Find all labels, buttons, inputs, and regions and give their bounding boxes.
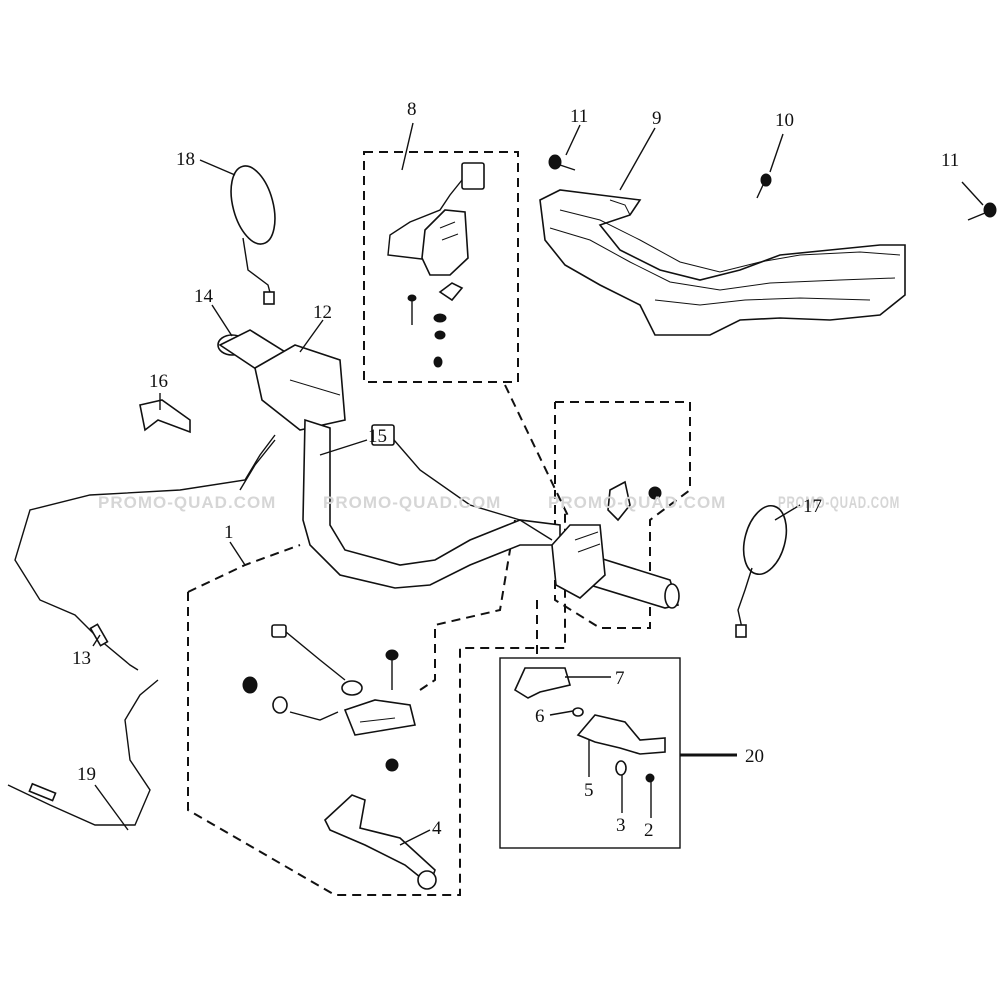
watermark-3: PROMO-QUAD.COM [548, 493, 726, 512]
mirror-clamp [607, 480, 662, 522]
callout-4: 4 [432, 818, 442, 839]
screw-11-left [548, 154, 576, 171]
guide-line-8 [504, 384, 571, 521]
callout-15: 15 [368, 426, 387, 447]
callout-6: 6 [535, 706, 545, 727]
handlebar-cover [539, 189, 906, 336]
right-mirror [735, 504, 788, 638]
throttle-housing [254, 344, 346, 431]
callout-1: 1 [224, 522, 234, 543]
watermark-2: PROMO-QUAD.COM [323, 493, 501, 512]
callout-9: 9 [652, 108, 662, 129]
handlebar-assembly-outline [187, 510, 566, 896]
callout-14: 14 [194, 286, 214, 307]
watermark-1: PROMO-QUAD.COM [98, 493, 276, 512]
throttle-cable [14, 434, 276, 671]
handlebar-assembly-outline-2 [187, 544, 301, 593]
callout-11-left: 11 [570, 106, 588, 127]
watermark-4: PROMO-QUAD.COM [778, 493, 900, 512]
parts-kit-box [499, 657, 681, 849]
guide-line-lever [419, 519, 516, 691]
wire-harness [371, 424, 553, 541]
callout-20: 20 [745, 746, 764, 767]
screw-11-right [967, 202, 997, 221]
left-mirror [230, 165, 276, 305]
kit-parts [513, 667, 666, 783]
screw-10 [756, 173, 772, 199]
callout-7: 7 [615, 668, 625, 689]
callout-19: 19 [77, 764, 96, 785]
switch-assembly-outline [363, 151, 519, 383]
watermarks: PROMO-QUAD.COM PROMO-QUAD.COM PROMO-QUAD… [98, 493, 900, 512]
callout-3: 3 [616, 815, 626, 836]
callout-2: 2 [644, 820, 654, 841]
callout-11-right: 11 [941, 150, 959, 171]
callout-5: 5 [584, 780, 594, 801]
callout-labels: 1 2 3 4 5 6 7 8 9 10 11 11 12 13 14 15 1… [72, 99, 959, 841]
leader-lines [92, 122, 984, 846]
callout-10: 10 [775, 110, 794, 131]
callout-12: 12 [313, 302, 332, 323]
left-switch [387, 162, 485, 368]
brake-cable [7, 679, 159, 826]
callout-8: 8 [407, 99, 417, 120]
callout-13: 13 [72, 648, 91, 669]
brake-lever-assembly [242, 624, 437, 890]
callout-18: 18 [176, 149, 195, 170]
callout-16: 16 [149, 371, 168, 392]
right-switch-housing [551, 524, 606, 599]
clip [139, 399, 191, 434]
callout-17: 17 [803, 496, 822, 517]
